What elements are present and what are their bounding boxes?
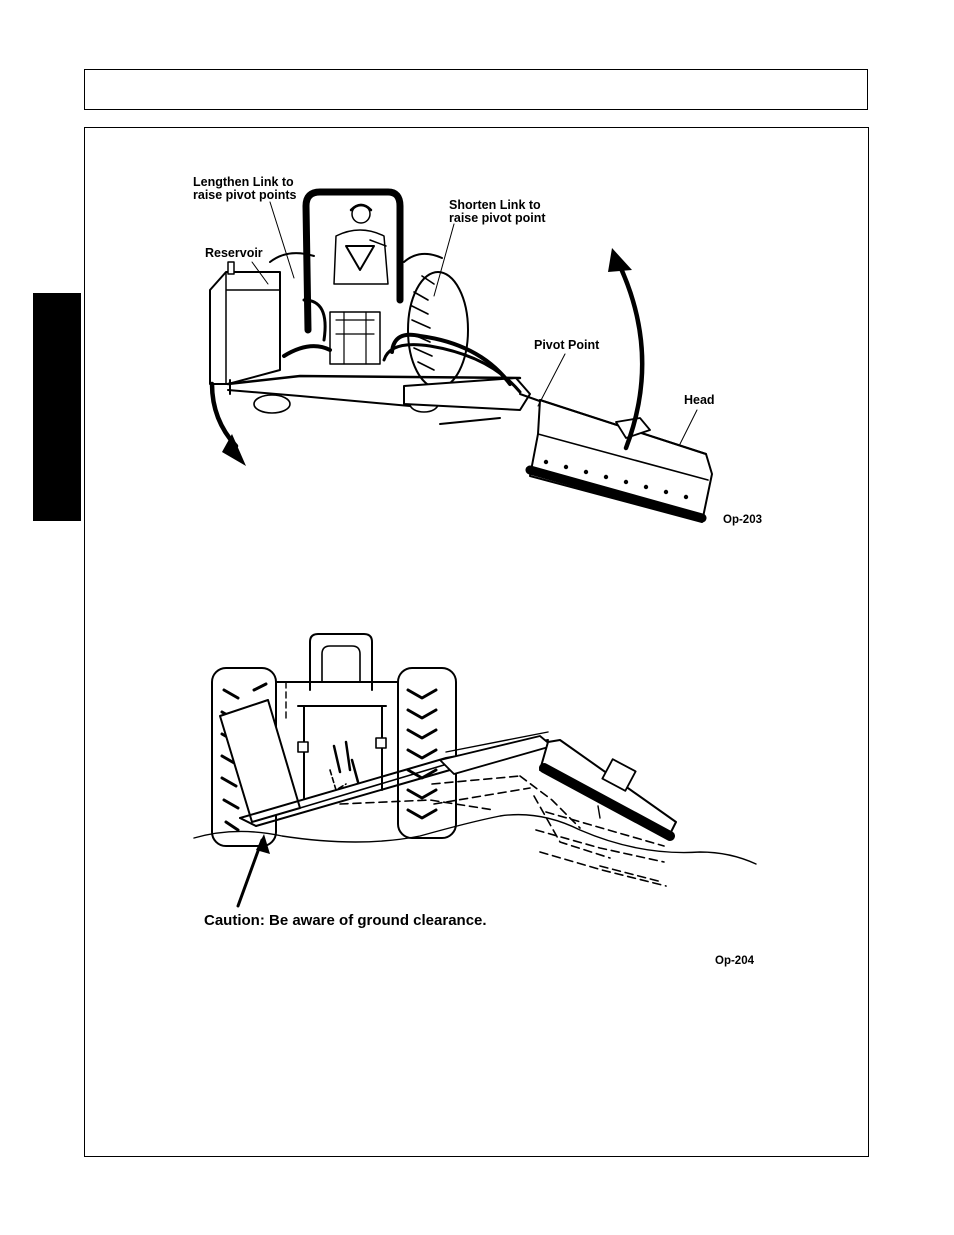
- section-side-tab: [33, 293, 81, 521]
- label-shorten-link-line2: raise pivot point: [449, 211, 546, 225]
- label-pivot-point: Pivot Point: [534, 338, 600, 352]
- page-content-box: [84, 127, 869, 1157]
- label-head: Head: [684, 393, 715, 407]
- figure-code-bottom: Op-204: [715, 955, 754, 967]
- label-lengthen-link-line1: Lengthen Link to: [193, 175, 294, 189]
- boom-arm: [403, 377, 531, 411]
- label-reservoir: Reservoir: [205, 246, 263, 260]
- label-shorten-link-line1: Shorten Link to: [449, 198, 541, 212]
- figure-code-top: Op-203: [723, 514, 762, 526]
- caution-ground-clearance: Caution: Be aware of ground clearance.: [204, 912, 487, 929]
- label-shorten-link: Shorten Link to raise pivot point: [449, 199, 546, 225]
- label-lengthen-link-line2: raise pivot points: [193, 188, 297, 202]
- rops-frame: [302, 188, 404, 334]
- ground-line: [193, 813, 757, 865]
- page-header-box: [84, 69, 868, 110]
- label-lengthen-link: Lengthen Link to raise pivot points: [193, 176, 297, 202]
